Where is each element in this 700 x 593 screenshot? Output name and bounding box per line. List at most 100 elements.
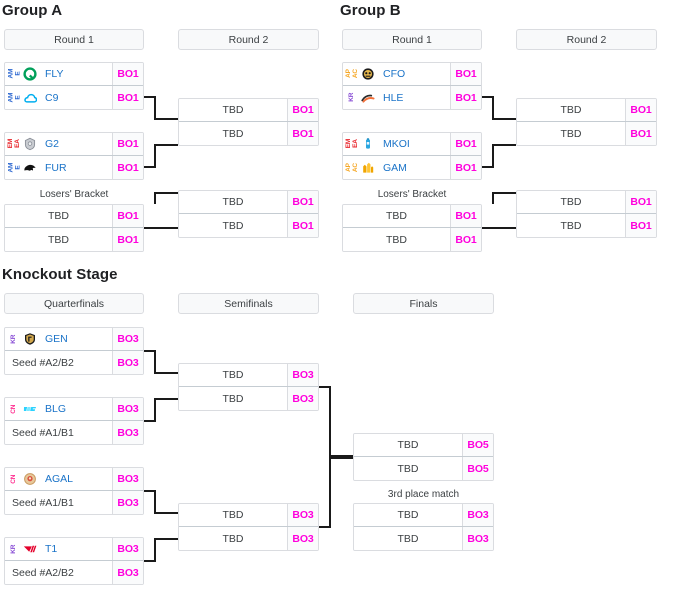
match-row[interactable]: Seed #A1/B1 BO3 (5, 421, 143, 444)
region-tag: CN (8, 468, 21, 490)
connector-line (482, 96, 494, 98)
round-header-r1-0[interactable]: Round 1 (4, 29, 144, 50)
connector-line (154, 398, 156, 420)
team-name: TBD (222, 127, 244, 140)
mkoi-logo (359, 133, 377, 155)
region-tag: KR (346, 86, 359, 109)
connector-line (144, 96, 156, 98)
team-name: GAM (383, 161, 407, 174)
bo-tag: BO1 (450, 156, 481, 179)
bo-tag: BO3 (112, 398, 143, 420)
connector-line (482, 166, 494, 168)
round-header-label: Finals (409, 297, 438, 310)
knockout-title: Knockout Stage (2, 266, 118, 283)
connector-line (492, 118, 516, 120)
bo-tag: BO1 (112, 133, 143, 155)
connector-line (144, 420, 156, 422)
team-name: TBD (222, 219, 244, 232)
connector-line (319, 386, 331, 388)
connector-line (154, 538, 156, 560)
round-header-label: Round 1 (392, 33, 432, 46)
bo-tag: BO5 (462, 457, 493, 480)
round-header-r1-1[interactable]: Round 1 (342, 29, 482, 50)
connector-line (329, 386, 331, 457)
team-name: CFO (383, 68, 406, 80)
team-name: Seed #A1/B1 (12, 426, 74, 439)
round-header-r2-0[interactable]: Round 2 (178, 29, 319, 50)
fly-logo (21, 63, 39, 85)
connector-line (154, 490, 156, 512)
gen-logo (21, 328, 39, 350)
round-header-label: Round 2 (228, 33, 269, 46)
bo-tag: BO3 (112, 421, 143, 444)
bo-tag: BO3 (287, 504, 318, 526)
bo-tag: BO1 (287, 214, 318, 237)
connector-line (154, 144, 156, 168)
team-name: G2 (45, 138, 60, 150)
t1-logo (21, 538, 39, 560)
team-name: MKOI (383, 138, 410, 150)
connector-line (154, 398, 178, 400)
connector-line (329, 455, 353, 457)
bo-tag: BO1 (450, 86, 481, 109)
round-header-r2-1[interactable]: Round 2 (516, 29, 657, 50)
bo-tag: BO3 (112, 491, 143, 514)
bo-tag: BO1 (450, 205, 481, 227)
third-place-label: 3rd place match (387, 489, 460, 500)
round-header-finals[interactable]: Finals (353, 293, 494, 314)
region-tag-label: CN (10, 474, 18, 484)
team-name: TBD (397, 509, 419, 521)
match-row[interactable]: TBD BO1 (179, 214, 318, 237)
connector-line (329, 457, 331, 528)
round-header-qf[interactable]: Quarterfinals (4, 293, 144, 314)
round-header-sf[interactable]: Semifinals (178, 293, 319, 314)
losers-bracket-label-1: Losers' Bracket (377, 189, 447, 200)
bo-tag: BO3 (112, 538, 143, 560)
